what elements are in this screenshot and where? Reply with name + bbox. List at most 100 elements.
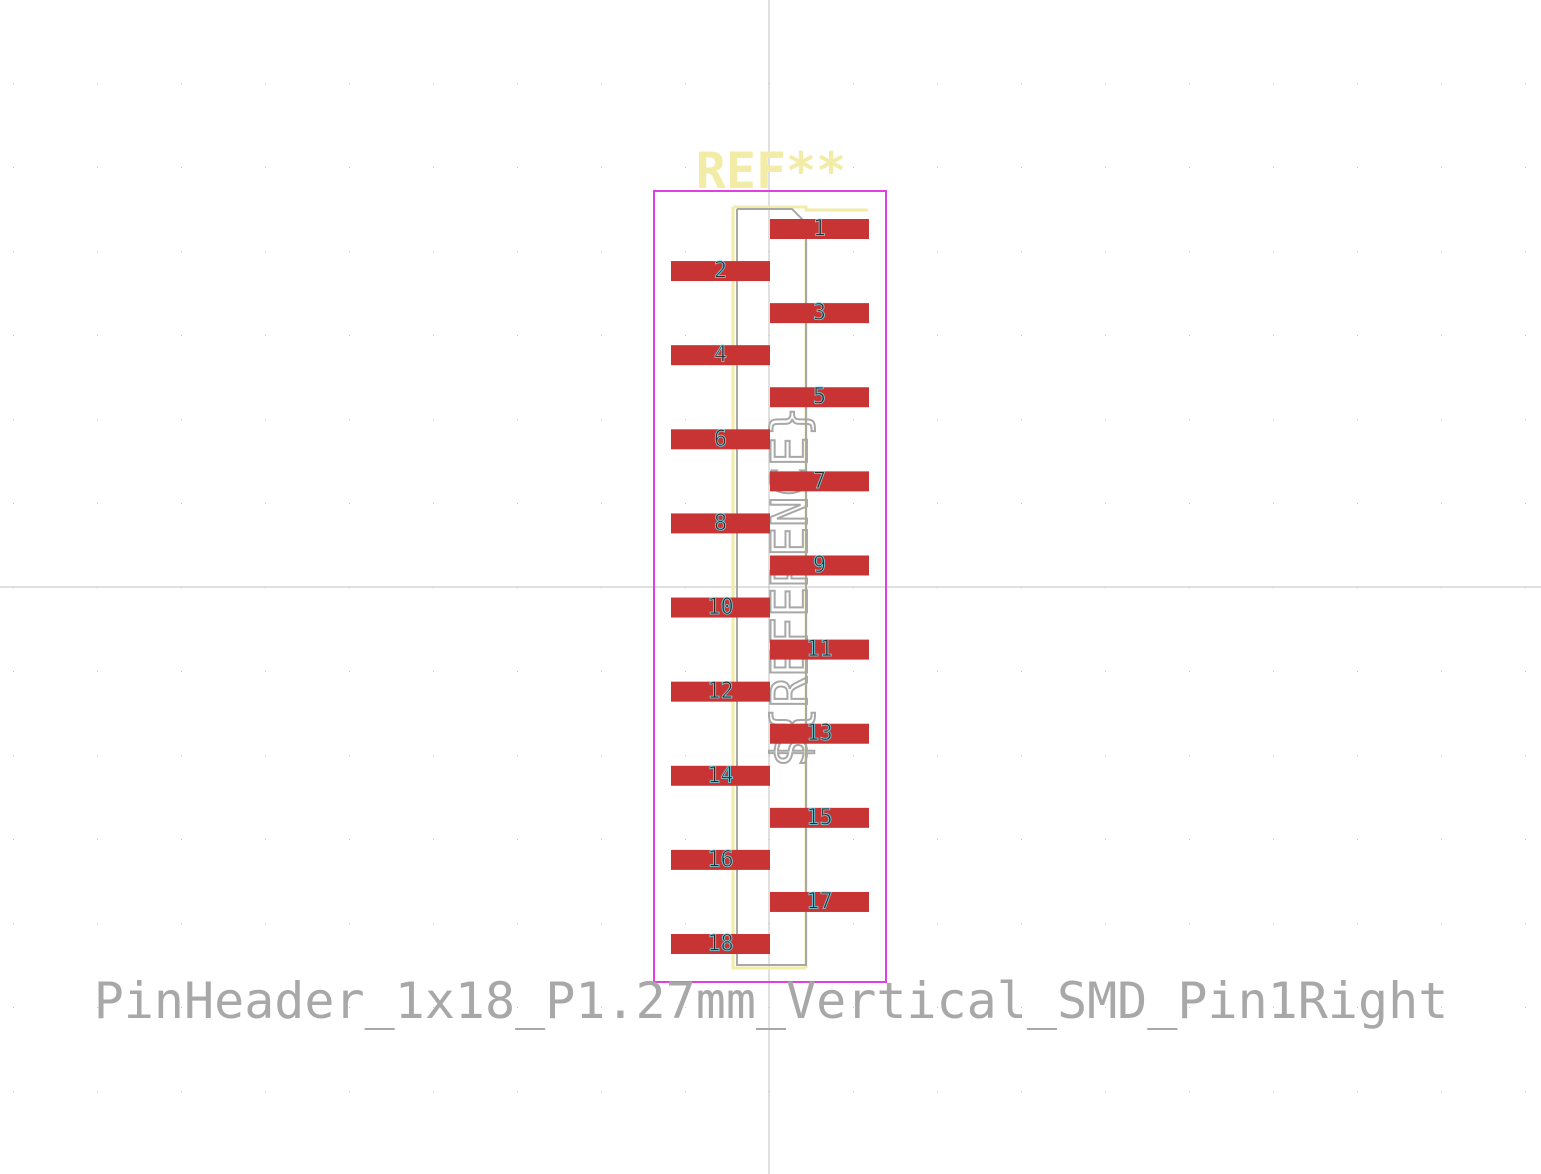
grid-dot <box>97 251 98 252</box>
pad-5[interactable]: 5 <box>770 384 869 410</box>
grid-dot <box>1273 335 1274 336</box>
grid-dot <box>1273 83 1274 84</box>
pad-shape <box>770 387 869 408</box>
grid-dot <box>1525 251 1526 252</box>
grid-dot <box>181 923 182 924</box>
grid-dot <box>853 419 854 420</box>
grid-dot <box>685 419 686 420</box>
grid-dot <box>601 83 602 84</box>
grid-dot <box>937 251 938 252</box>
grid-dot <box>1189 1091 1190 1092</box>
grid-dot <box>349 503 350 504</box>
pad-shape <box>671 513 770 534</box>
grid-dot <box>853 503 854 504</box>
pad-18[interactable]: 18 <box>671 931 770 957</box>
grid-dot <box>265 167 266 168</box>
grid-dot <box>1525 335 1526 336</box>
grid-dot <box>1525 419 1526 420</box>
grid-dot <box>1189 335 1190 336</box>
pad-6[interactable]: 6 <box>671 426 770 452</box>
pad-9[interactable]: 9 <box>770 553 869 578</box>
grid-dot <box>1357 419 1358 420</box>
pad-14[interactable]: 14 <box>671 763 770 789</box>
grid-dot <box>685 167 686 168</box>
pad-number-label: 16 <box>707 847 734 872</box>
pad-16[interactable]: 16 <box>671 847 770 873</box>
grid-dot <box>181 167 182 168</box>
pad-shape <box>671 597 770 618</box>
grid-dot <box>601 839 602 840</box>
grid-dot <box>1105 1091 1106 1092</box>
grid-dot <box>1357 839 1358 840</box>
pad-2[interactable]: 2 <box>671 258 770 284</box>
pad-number-label: 18 <box>707 932 734 957</box>
grid-dot <box>517 1091 518 1092</box>
pad-11[interactable]: 11 <box>770 637 869 662</box>
pad-number-label: 7 <box>813 469 826 494</box>
pad-8[interactable]: 8 <box>671 511 770 536</box>
grid-dot <box>433 503 434 504</box>
grid-dot <box>517 503 518 504</box>
pad-13[interactable]: 13 <box>770 721 869 747</box>
pad-number-label: 3 <box>813 301 826 326</box>
grid-dot <box>349 1007 350 1008</box>
pad-15[interactable]: 15 <box>770 805 869 831</box>
grid-dot <box>433 419 434 420</box>
grid-dot <box>349 251 350 252</box>
grid-dot <box>1021 419 1022 420</box>
grid-dot <box>181 251 182 252</box>
grid-dot <box>1189 671 1190 672</box>
pad-number-label: 13 <box>806 721 833 746</box>
grid-dot <box>937 83 938 84</box>
grid-dot <box>181 503 182 504</box>
grid-dot <box>1273 419 1274 420</box>
grid-dot <box>1357 671 1358 672</box>
pad-shape <box>770 303 869 324</box>
grid-dot <box>265 1007 266 1008</box>
grid-dot <box>1105 503 1106 504</box>
grid-dot <box>1441 83 1442 84</box>
pad-4[interactable]: 4 <box>671 342 770 368</box>
grid-dot <box>1441 251 1442 252</box>
pad-shape <box>671 934 770 955</box>
grid-dot <box>517 923 518 924</box>
grid-dot <box>97 419 98 420</box>
grid-dot <box>265 251 266 252</box>
grid-dot <box>1357 755 1358 756</box>
grid-dot <box>265 839 266 840</box>
grid-dot <box>1105 923 1106 924</box>
grid-dot <box>97 839 98 840</box>
grid-dot <box>1189 251 1190 252</box>
pad-17[interactable]: 17 <box>770 889 869 915</box>
pad-12[interactable]: 12 <box>671 679 770 705</box>
grid-dot <box>1441 503 1442 504</box>
pad-number-label: 9 <box>813 553 826 578</box>
grid-dot <box>1189 83 1190 84</box>
grid-dot <box>181 1007 182 1008</box>
grid-dot <box>517 167 518 168</box>
grid-dot <box>1021 83 1022 84</box>
grid-dot <box>433 755 434 756</box>
grid-dot <box>853 251 854 252</box>
pad-7[interactable]: 7 <box>770 468 869 494</box>
grid-dot <box>181 1091 182 1092</box>
grid-dot <box>1189 419 1190 420</box>
pad-3[interactable]: 3 <box>770 300 869 326</box>
grid-dot <box>853 83 854 84</box>
pad-shape <box>671 849 770 870</box>
pad-shape <box>770 807 869 828</box>
grid-dot <box>937 839 938 840</box>
grid-dot <box>853 923 854 924</box>
grid-dot <box>181 83 182 84</box>
grid-dot <box>13 671 14 672</box>
grid-dot <box>937 1007 938 1008</box>
grid-dot <box>853 755 854 756</box>
grid-dot <box>433 839 434 840</box>
pad-10[interactable]: 10 <box>671 595 770 620</box>
pad-1[interactable]: 1 <box>770 216 869 242</box>
grid-dot <box>1525 755 1526 756</box>
grid-dot <box>181 755 182 756</box>
grid-dot <box>1273 671 1274 672</box>
